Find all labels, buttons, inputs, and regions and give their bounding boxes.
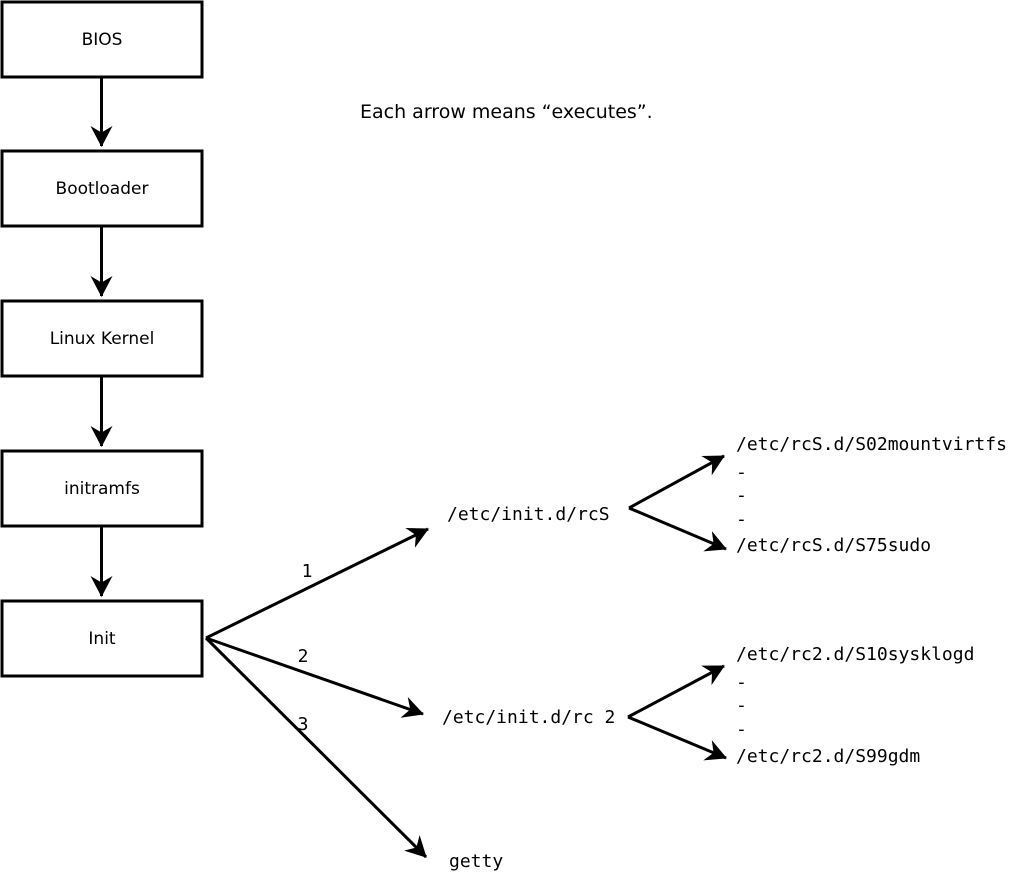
linux-kernel-node	[0, 299, 204, 378]
arrow-init-to-getty	[204, 636, 428, 859]
init-node-label: Init	[88, 629, 116, 649]
arrow-rc2-to-last-script	[627, 715, 727, 761]
arrow-rcS-to-first-script	[628, 454, 725, 510]
arrow-rcS-to-last-script	[628, 506, 727, 552]
rc2-script-label: /etc/init.d/rc 2	[442, 707, 615, 728]
arrow-init-to-rcS	[205, 527, 429, 640]
linux-kernel-node-label: Linux Kernel	[50, 329, 155, 349]
rc2-ellipsis-dash-1: -	[736, 672, 747, 693]
bootloader-node-label: Bootloader	[56, 179, 149, 199]
getty-label: getty	[449, 851, 503, 872]
init-node	[0, 599, 204, 678]
bios-node-label: BIOS	[82, 30, 123, 50]
arrow-rc2-to-first-script	[627, 664, 725, 719]
initramfs-node-label: initramfs	[64, 479, 140, 499]
rcS-ellipsis-dash-3: -	[736, 509, 747, 530]
bootloader-node	[0, 149, 204, 228]
rcS-script-label: /etc/init.d/rcS	[447, 504, 610, 525]
branch-order-3: 3	[298, 714, 309, 735]
arrow-init-to-rc2	[205, 636, 424, 718]
rc2-ellipsis-dash-2: -	[736, 695, 747, 716]
rc2-first-script-label: /etc/rc2.d/S10sysklogd	[736, 644, 974, 665]
note-executes: Each arrow means “executes”.	[360, 101, 653, 123]
rcS-ellipsis-dash-2: -	[736, 485, 747, 506]
initramfs-node	[0, 449, 204, 528]
rcS-first-script-label: /etc/rcS.d/S02mountvirtfs	[736, 434, 1007, 455]
branch-order-1: 1	[302, 561, 313, 582]
rc2-last-script-label: /etc/rc2.d/S99gdm	[736, 746, 920, 767]
rcS-last-script-label: /etc/rcS.d/S75sudo	[736, 535, 931, 556]
bios-node	[0, 0, 204, 79]
branch-order-2: 2	[298, 646, 309, 667]
rc2-ellipsis-dash-3: -	[736, 719, 747, 740]
rcS-ellipsis-dash-1: -	[736, 462, 747, 483]
